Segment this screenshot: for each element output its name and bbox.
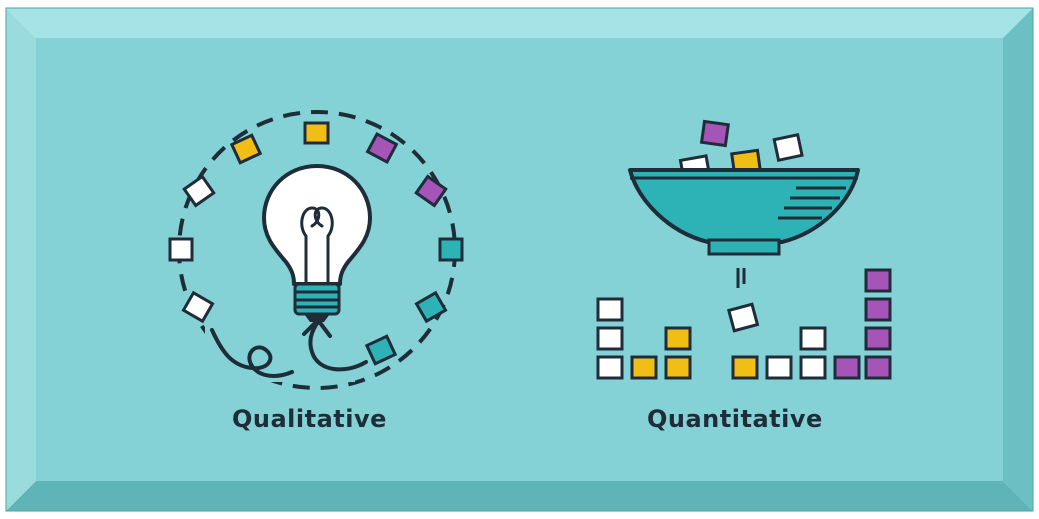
stack-square	[799, 355, 827, 380]
orbit-square	[182, 174, 216, 208]
orbit-square	[229, 133, 263, 165]
return-arrow	[308, 320, 368, 372]
stack-square	[596, 355, 624, 380]
funnel-icon	[628, 168, 860, 256]
stack-square	[765, 355, 793, 380]
dropping-square	[726, 302, 760, 333]
orbit-square	[438, 237, 464, 262]
orbit-square	[414, 290, 448, 324]
quantitative-illustration	[596, 119, 892, 380]
qualitative-label: Qualitative	[232, 405, 387, 433]
falling-square	[772, 132, 804, 163]
orbit-square	[303, 121, 330, 145]
orbit-square	[168, 237, 194, 262]
stack-square	[833, 355, 861, 380]
stack-square	[864, 297, 892, 322]
falling-square	[699, 119, 730, 148]
stack-square	[731, 355, 759, 380]
orbit-square	[181, 290, 215, 324]
stack-square	[596, 326, 624, 351]
orbit-square	[364, 334, 398, 366]
stack-square	[664, 355, 692, 380]
stack-square	[664, 326, 692, 351]
stack-square	[864, 355, 892, 380]
lightbulb-icon	[262, 164, 372, 322]
stack-square	[864, 268, 892, 293]
orbit-square	[365, 131, 399, 165]
qualitative-illustration	[168, 110, 464, 390]
stack-square	[799, 326, 827, 351]
orbit-square	[414, 174, 448, 208]
square-bar-chart	[596, 268, 892, 380]
stack-square	[864, 326, 892, 351]
swirl-doodle	[210, 328, 294, 378]
stack-square	[596, 297, 624, 322]
stack-square	[630, 355, 658, 380]
quantitative-label: Quantitative	[647, 405, 823, 433]
